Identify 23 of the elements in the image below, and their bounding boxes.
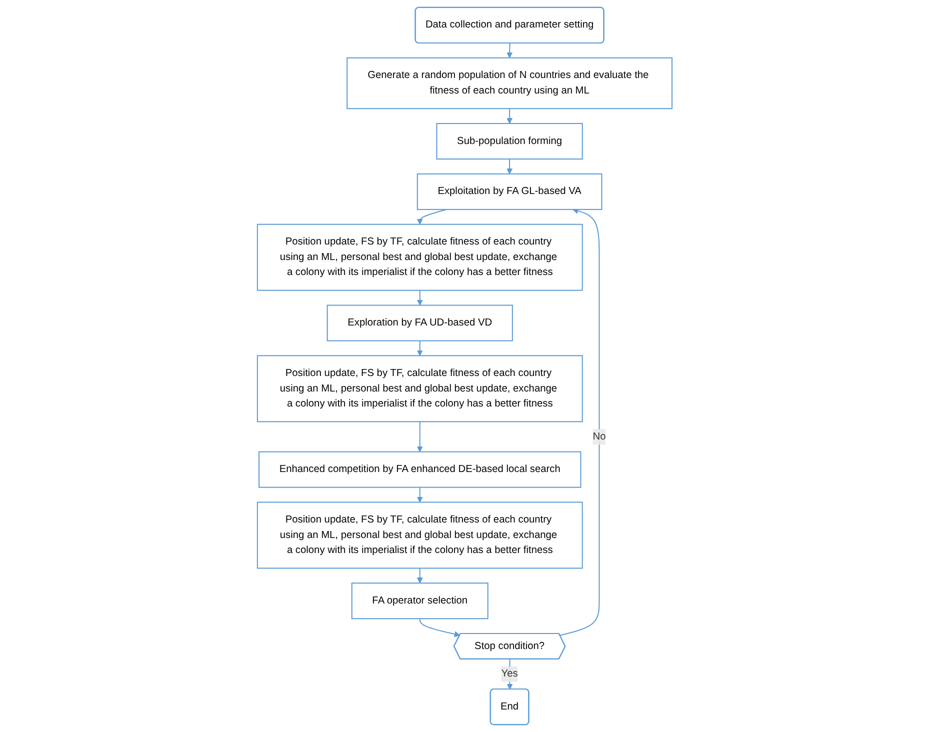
node-box: Exploitation by FA GL-based VA — [416, 173, 602, 210]
arrow — [416, 290, 423, 306]
edge-label: No — [592, 430, 606, 442]
arrow — [416, 487, 423, 502]
node-box: Position update, FS by TF, calculate fitness of each country using an ML, personal best and global best update, exchange a colony with its imperialist if the colony has a better fitness — [256, 502, 583, 569]
arrow — [416, 340, 423, 356]
arrow — [506, 108, 512, 124]
node-box: Position update, FS by TF, calculate fitness of each country using an ML, personal best and global best update, exchange a colony with its imperialist if the colony has a better fitness — [256, 355, 583, 422]
node-box: FA operator selection — [351, 582, 488, 620]
edge-label: Yes — [501, 668, 518, 680]
arrow — [419, 618, 460, 638]
arrow — [506, 43, 512, 58]
node-box: Exploration by FA UD-based VD — [326, 304, 513, 342]
arrow — [416, 422, 423, 452]
arrow — [506, 659, 513, 690]
node-box: Enhanced competition by FA enhanced DE-based local search — [258, 451, 581, 488]
node-box: Generate a random population of N countries and evaluate the fitness of each country using an ML — [346, 57, 672, 110]
arrow — [416, 568, 423, 584]
arrow — [416, 208, 446, 225]
node-box: Sub-population forming — [436, 123, 583, 160]
arrow — [506, 159, 512, 174]
node-box: Position update, FS by TF, calculate fitness of each country using an ML, personal best and global best update, exchange a colony with its imperialist if the colony has a better fitness — [256, 224, 583, 291]
arrow — [560, 208, 600, 636]
